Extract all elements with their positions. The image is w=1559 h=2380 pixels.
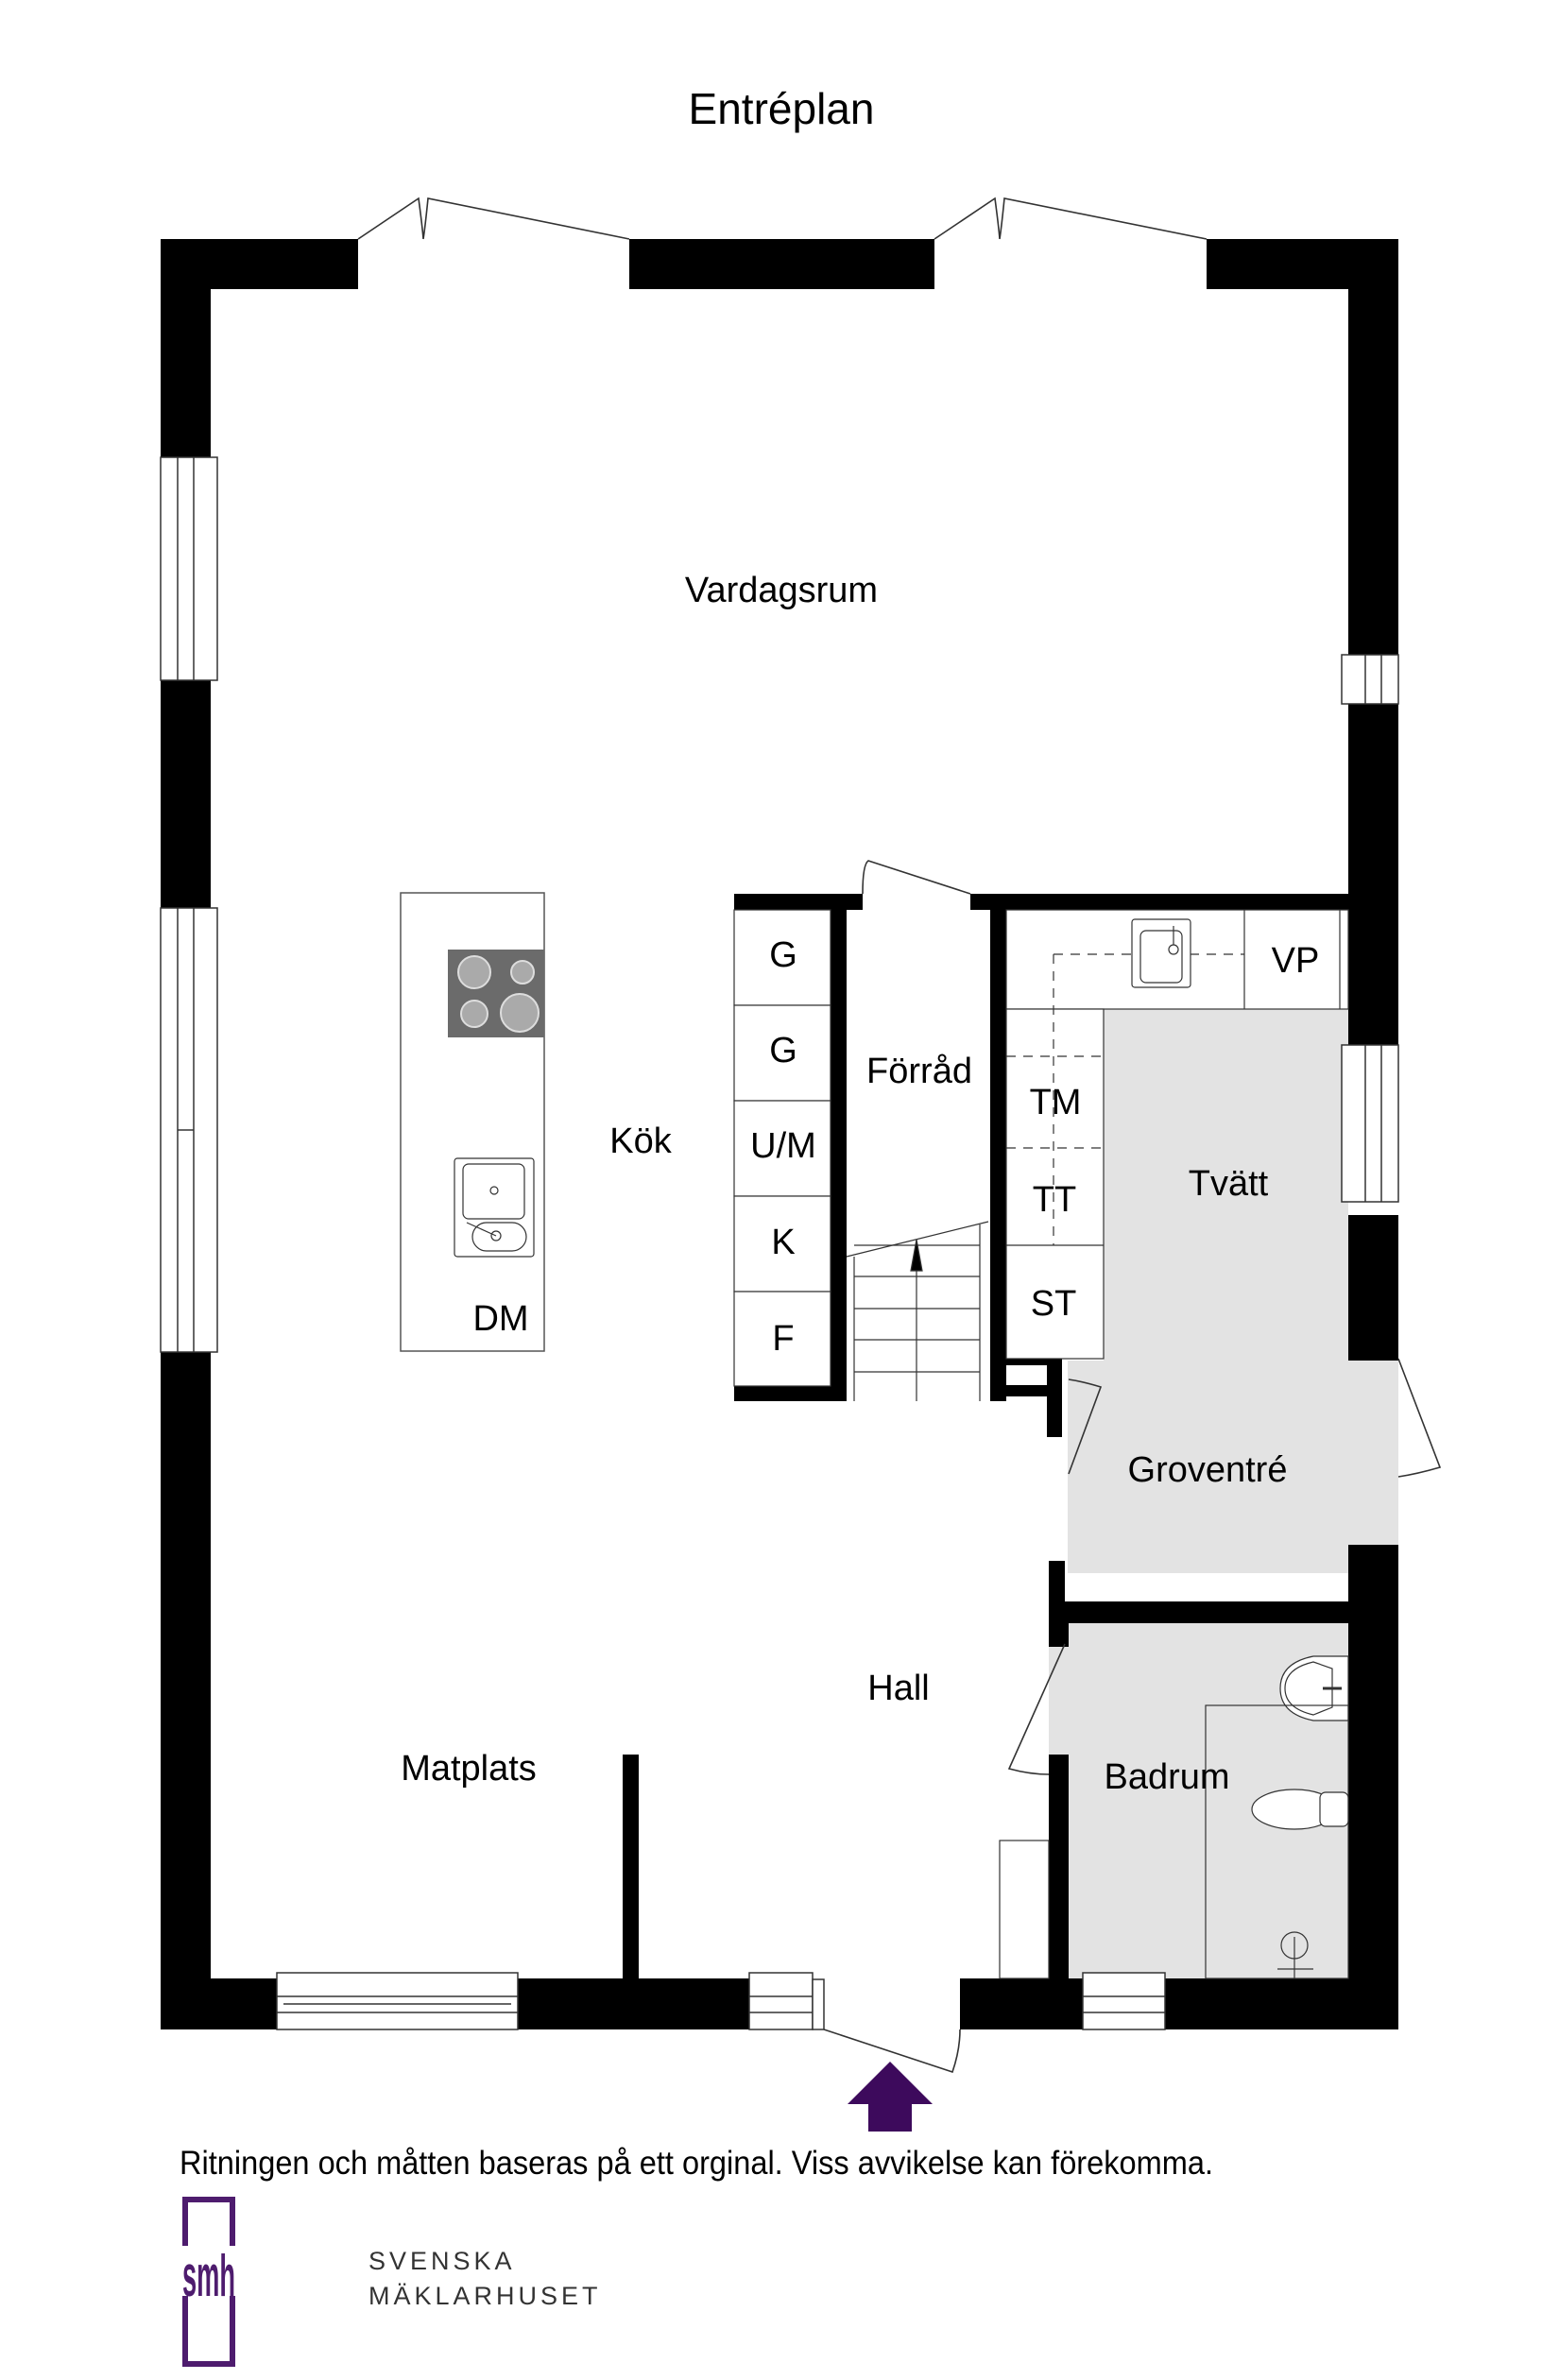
island-label-dm: DM bbox=[472, 1299, 529, 1340]
room-label-hall: Hall bbox=[867, 1669, 930, 1708]
cabinet-label: U/M bbox=[750, 1126, 816, 1166]
room-label-tvatt: Tvätt bbox=[1188, 1164, 1269, 1204]
bathroom-fixtures bbox=[1205, 1655, 1349, 1979]
laundry-label-tt: TT bbox=[1032, 1180, 1077, 1220]
staircase bbox=[846, 1221, 989, 1401]
brand-line-2: MÄKLARHUSET bbox=[368, 2282, 602, 2310]
kitchen-cabinets bbox=[733, 909, 831, 1387]
cabinet-label: G bbox=[769, 935, 797, 975]
laundry-label-st: ST bbox=[1030, 1284, 1077, 1324]
laundry-fixtures bbox=[1005, 909, 1349, 1360]
doors bbox=[357, 197, 1442, 2074]
entrance-arrow-icon bbox=[848, 2062, 933, 2132]
cabinet-label: F bbox=[772, 1319, 795, 1359]
cooktop bbox=[448, 950, 544, 1037]
laundry-label-tm: TM bbox=[1029, 1083, 1082, 1122]
room-label-kok: Kök bbox=[609, 1122, 672, 1161]
cabinet-label: G bbox=[769, 1031, 797, 1070]
disclaimer-text: Ritningen och måtten baseras på ett orgi… bbox=[180, 2145, 1214, 2182]
exterior-walls bbox=[161, 239, 1398, 2029]
room-label-forrad: Förråd bbox=[866, 1052, 972, 1091]
brand-logo: smh bbox=[182, 2197, 345, 2367]
windows bbox=[160, 456, 1399, 2030]
sink-icon bbox=[454, 1157, 535, 1258]
hall-closet bbox=[999, 1840, 1050, 1979]
plan-title: Entréplan bbox=[688, 84, 875, 133]
room-label-matplats: Matplats bbox=[401, 1749, 537, 1789]
room-label-groventre: Groventré bbox=[1127, 1450, 1288, 1490]
logo-letters: smh bbox=[182, 2244, 235, 2309]
kitchen-island bbox=[400, 892, 545, 1352]
cabinet-label: K bbox=[771, 1223, 796, 1262]
smh-logo-icon: smh bbox=[182, 2197, 235, 2367]
room-label-badrum: Badrum bbox=[1104, 1757, 1230, 1797]
room-label-vardagsrum: Vardagsrum bbox=[684, 571, 879, 610]
brand-line-1: SVENSKA bbox=[368, 2247, 516, 2275]
laundry-label-vp: VP bbox=[1271, 941, 1320, 981]
